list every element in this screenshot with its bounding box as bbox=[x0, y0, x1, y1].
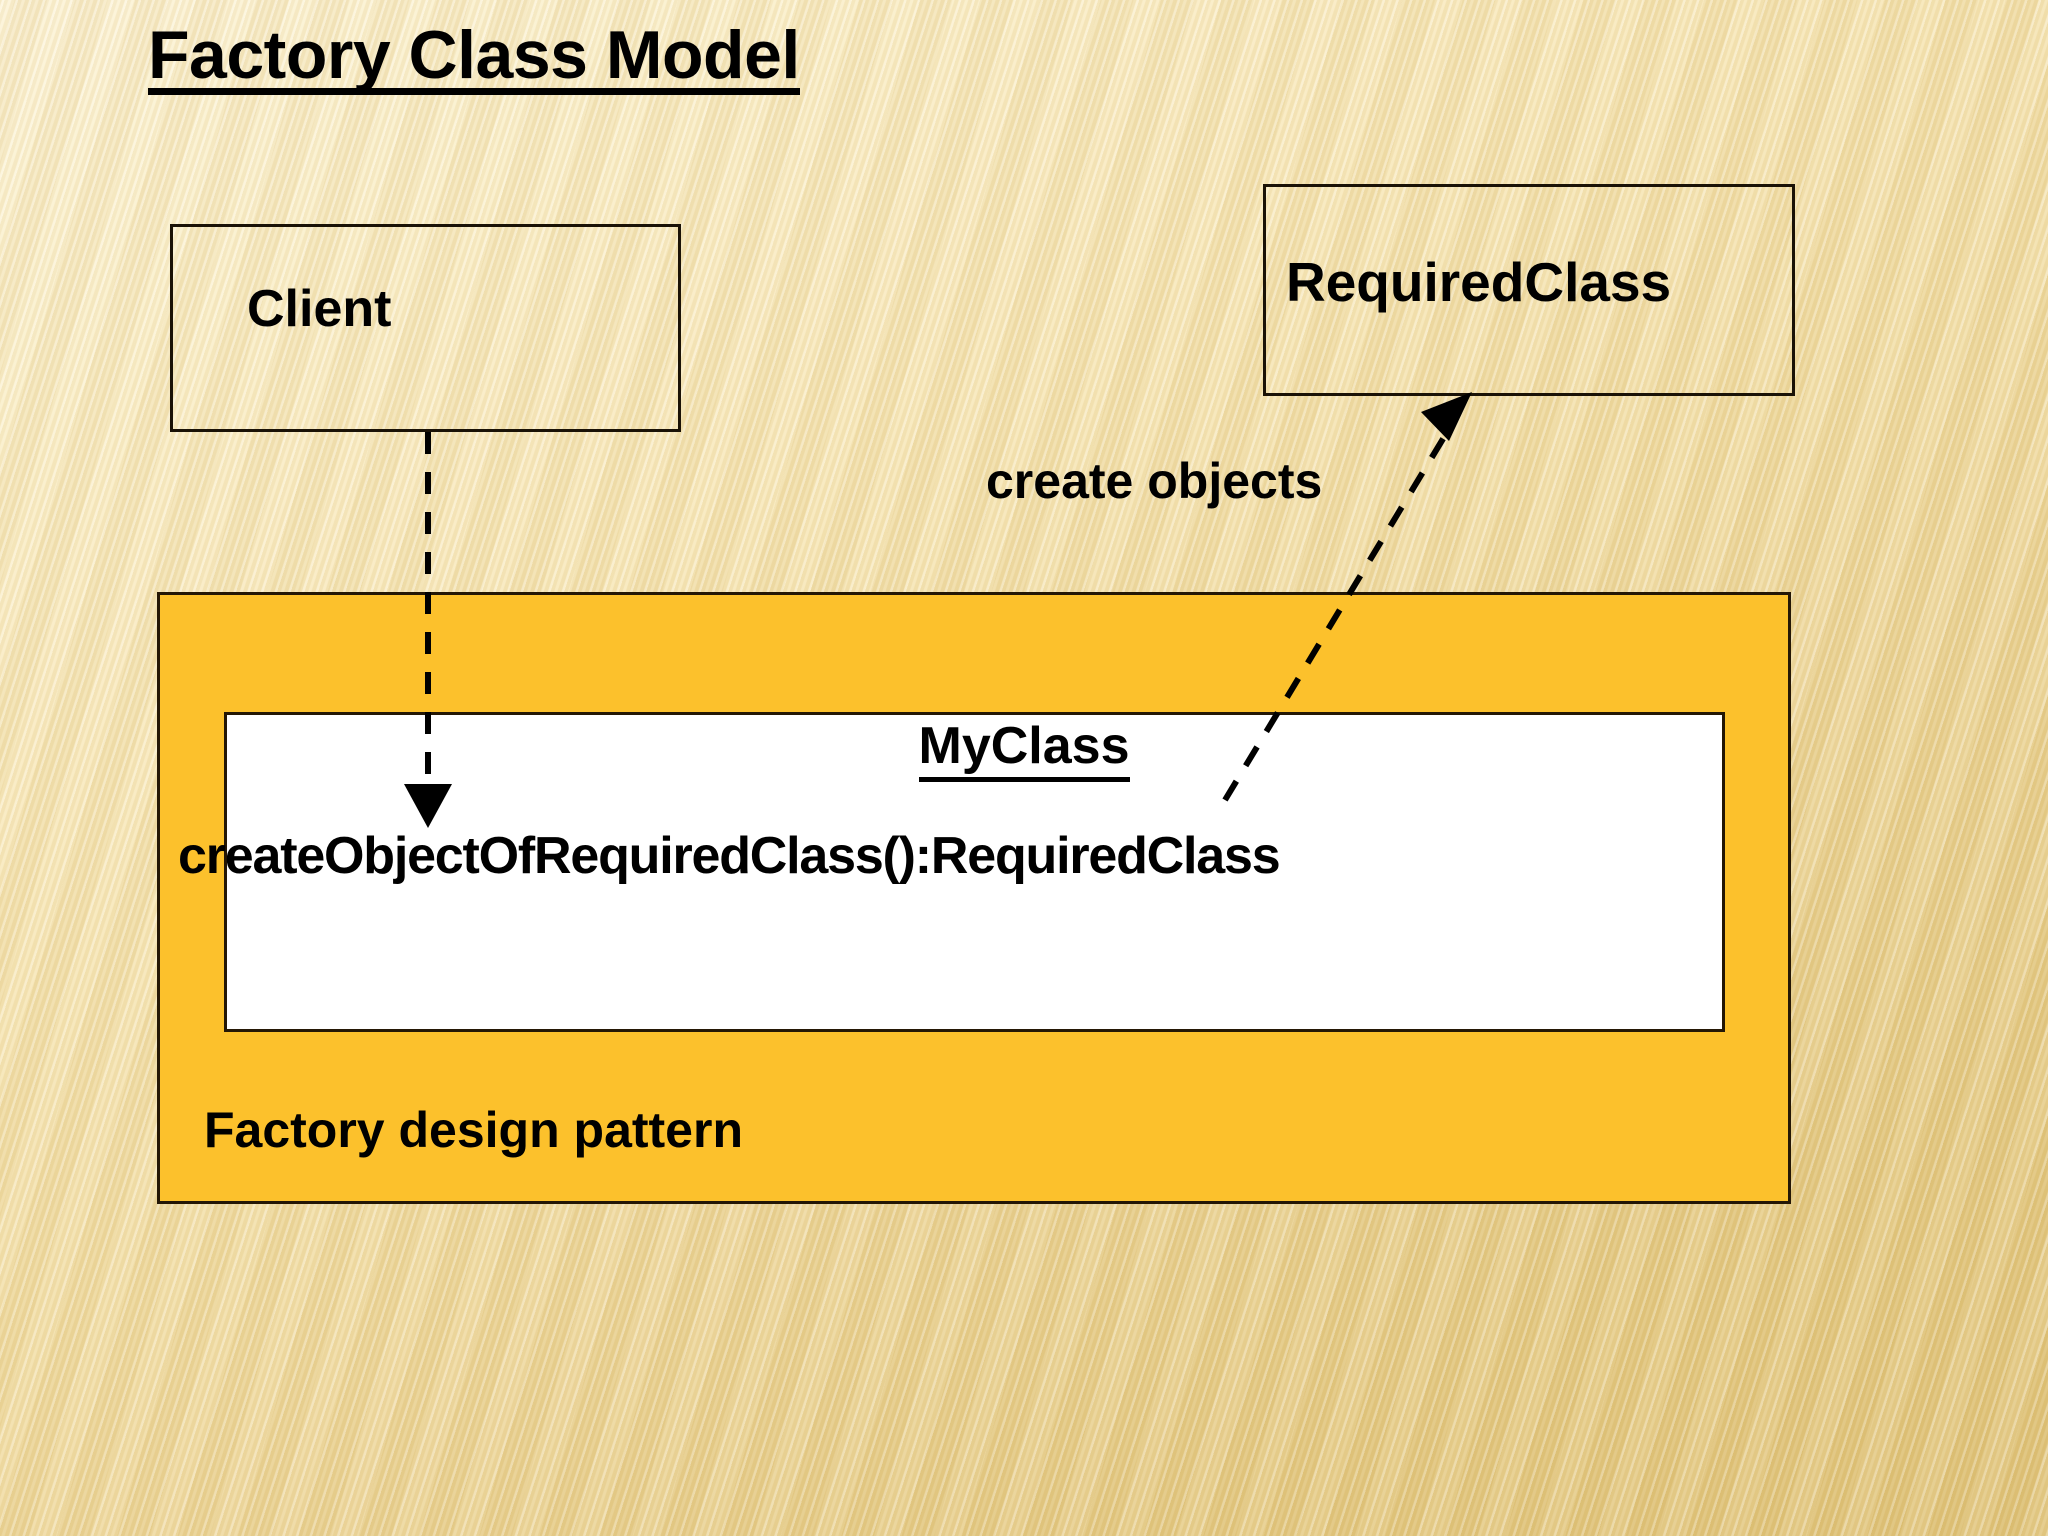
edge-myclass-to-requiredclass-arrowhead bbox=[1421, 392, 1472, 441]
class-box-required-class[interactable]: RequiredClass bbox=[1263, 184, 1795, 396]
edge-label-create-objects: create objects bbox=[986, 453, 1323, 509]
package-box-factory-caption: Factory design pattern bbox=[204, 1102, 743, 1158]
class-box-required-class-label: RequiredClass bbox=[1286, 251, 1672, 313]
page-title-underline bbox=[148, 88, 800, 95]
class-box-myclass[interactable] bbox=[224, 712, 1725, 1032]
page-title: Factory Class Model bbox=[148, 16, 800, 95]
class-box-client[interactable]: Client bbox=[170, 224, 681, 432]
class-box-myclass-method: createObjectOfRequiredClass():RequiredCl… bbox=[178, 827, 1281, 885]
class-box-client-label: Client bbox=[247, 280, 392, 338]
page-title-text: Factory Class Model bbox=[148, 17, 800, 93]
